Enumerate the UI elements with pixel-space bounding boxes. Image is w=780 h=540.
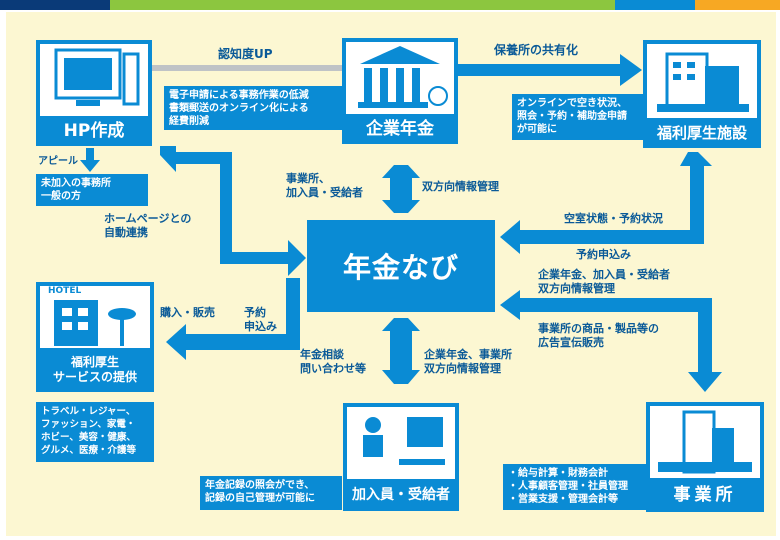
kigyo-cost-box: 電子申請による事務作業の低減 書類郵送のオンライン化による 経費削減 — [164, 86, 344, 130]
hoyosho-label: 保養所の共有化 — [494, 43, 579, 57]
konyu-arrow — [166, 278, 300, 360]
sohoko-label: 双方向情報管理 — [422, 180, 499, 193]
ninchido-line — [152, 65, 344, 71]
appeal-label: アピール — [38, 156, 78, 167]
kigyonenkin-kanyuin-label: 企業年金、加入員・受給者 双方向情報管理 — [538, 268, 670, 295]
service-title: 福利厚生 サービスの提供 — [36, 348, 154, 392]
appeal-arrow — [80, 148, 100, 172]
jigyosho-list-box: ・給与計算・財務会計 ・人事顧客管理・社員管理 ・営業支援・管理会計等 — [503, 464, 646, 510]
jigyosho-kanyuin-label: 事業所、 加入員・受給者 — [286, 172, 363, 199]
kigyo-center-arrow — [382, 165, 420, 213]
yoyaku-moushikomi-label: 予約申込み — [576, 248, 631, 261]
hotel-sign: HOTEL — [48, 286, 82, 296]
kushitsu-arrow — [500, 152, 712, 254]
computer-icon — [54, 48, 140, 106]
shisetsu-title: 福利厚生施設 — [643, 118, 761, 148]
homepage-arrow — [160, 146, 306, 276]
jigyosho-arrow — [500, 290, 722, 392]
person-pc-icon — [363, 417, 445, 465]
jigyosho-title: 事業所 — [646, 478, 764, 512]
yoyaku2-label: 予約 申込み — [244, 306, 277, 333]
kanyusha-center-arrow — [382, 318, 420, 384]
nenkin-navi-center: 年金なび — [307, 220, 495, 312]
kigyonenkin-jigyosho-label: 企業年金、事業所 双方向情報管理 — [424, 348, 512, 375]
kigyo-title: 企業年金 — [342, 114, 458, 144]
hoyosho-arrow — [456, 54, 642, 86]
office-building-icon — [658, 410, 752, 474]
homepage-label: ホームページとの 自動連携 — [104, 212, 192, 239]
kanyusha-title: 加入員・受給者 — [343, 479, 459, 511]
shohin-label: 事業所の商品・製品等の 広告宣伝販売 — [538, 322, 659, 349]
top-color-bar — [0, 0, 780, 10]
ninchido-label: 認知度UP — [218, 47, 273, 61]
building-icon — [657, 52, 749, 112]
services-box: トラベル・レジャー、 ファッション、家電・ ホビー、美容・健康、 グルメ、医療・… — [36, 402, 154, 462]
kushitsu-label: 空室状態・予約状況 — [564, 212, 663, 225]
soudan-label: 年金相談 問い合わせ等 — [300, 348, 366, 375]
konyu-label: 購入・販売 — [160, 306, 215, 319]
hp-title: HP作成 — [36, 116, 152, 146]
hotel-icon — [54, 300, 136, 346]
bank-icon — [358, 46, 448, 108]
shisetsu-online-box: オンラインで空き状況、 照会・予約・補助金申請 が可能に — [512, 94, 644, 140]
mikanyu-box: 未加入の事務所 一般の方 — [36, 174, 148, 206]
kiroku-box: 年金記録の照会ができ、 記録の自己管理が可能に — [200, 476, 342, 510]
